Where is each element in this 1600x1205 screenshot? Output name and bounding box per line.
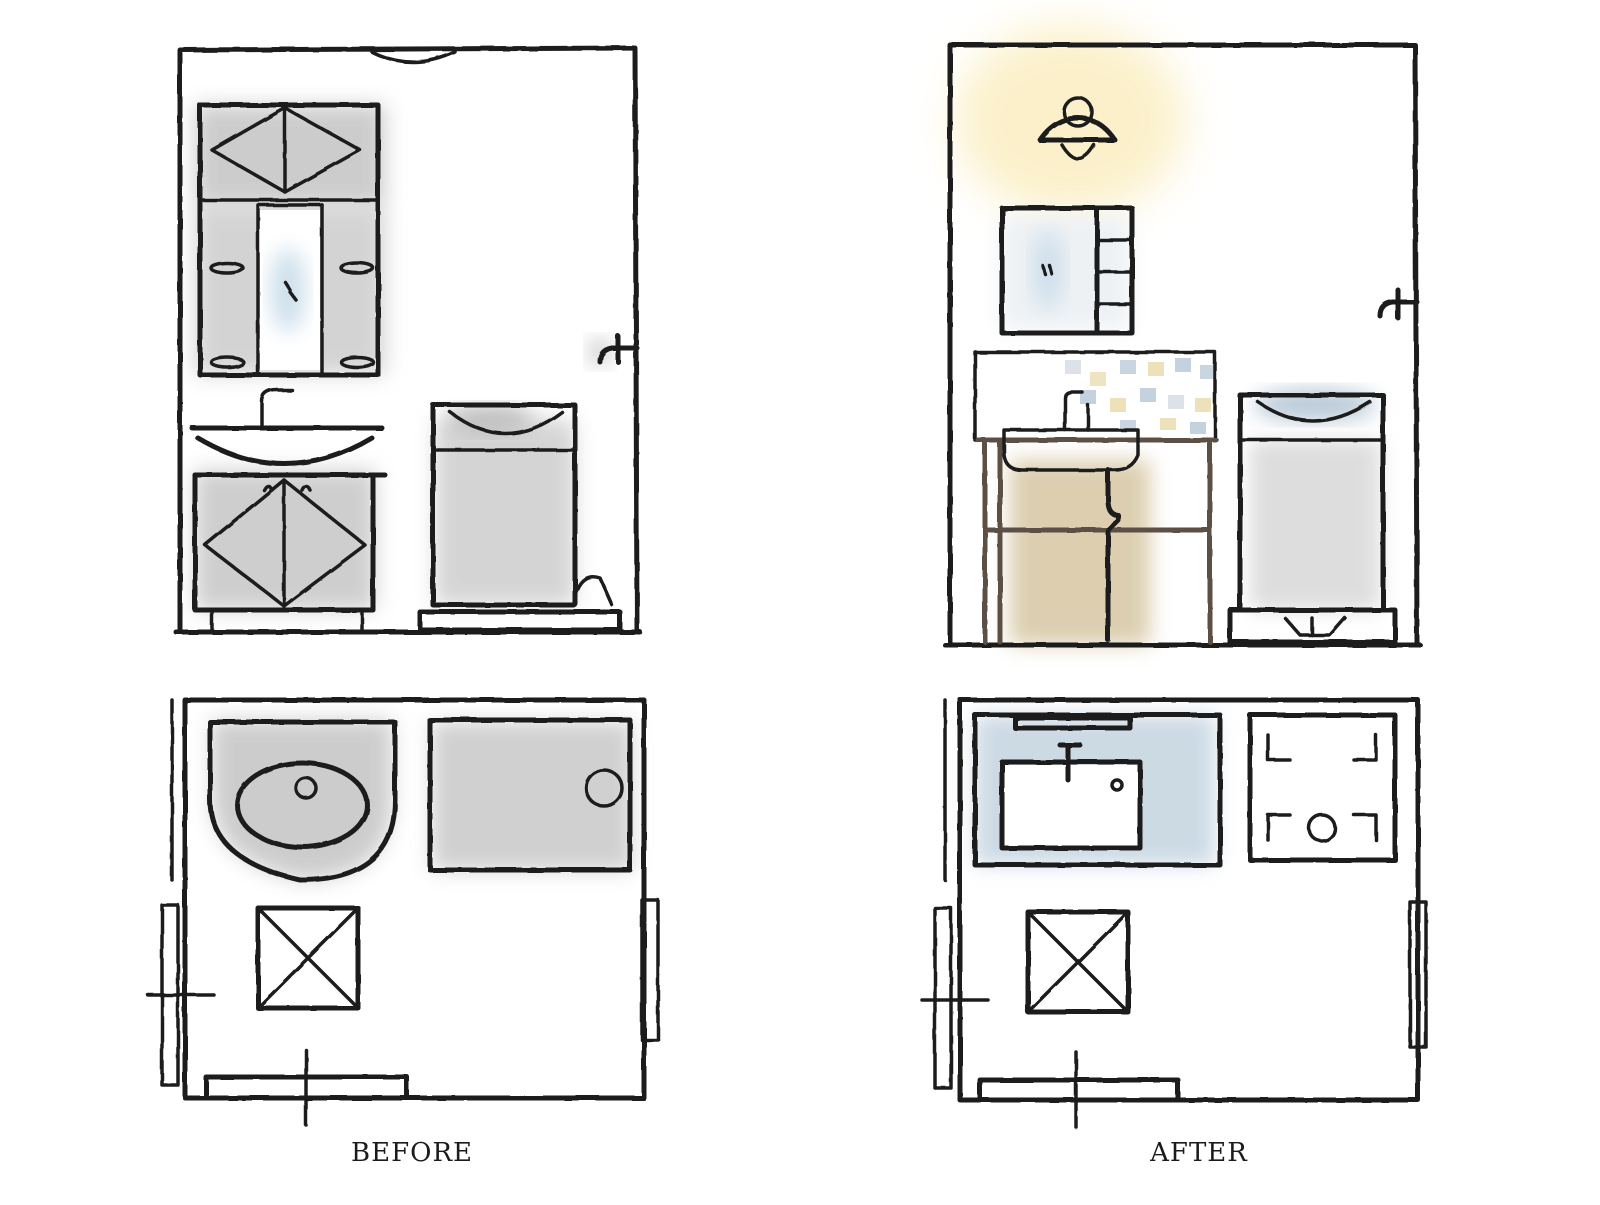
- before-plan-walls: [182, 697, 647, 1101]
- after-plan-sink: [972, 712, 1223, 868]
- before-vanity-sink: [189, 388, 388, 632]
- before-plan-washer: [427, 717, 633, 873]
- after-plan-window-left: [933, 906, 953, 1090]
- after-elevation: [942, 25, 1423, 648]
- before-plan: [146, 697, 660, 1127]
- caption-after: AFTER: [1150, 1138, 1248, 1168]
- before-plan-toilet: [255, 905, 361, 1011]
- before-plan-vanity: [207, 719, 398, 883]
- after-elevation-walls: [947, 42, 1420, 648]
- after-door-handle-icon: [1377, 287, 1420, 321]
- before-elevation-walls: [177, 45, 640, 635]
- before-door-handle-icon: [597, 333, 640, 365]
- before-plan-window-right: [640, 898, 660, 1042]
- after-plan: [920, 697, 1428, 1129]
- after-washing-machine: [1227, 392, 1398, 645]
- after-plan-toilet: [1025, 909, 1131, 1015]
- after-plan-window-right: [1408, 900, 1428, 1049]
- before-ceiling-light: [370, 50, 457, 64]
- caption-before: BEFORE: [351, 1138, 473, 1168]
- before-washing-machine: [417, 402, 623, 633]
- after-plan-bench: [977, 1077, 1181, 1102]
- after-plan-washes: [975, 715, 1215, 865]
- before-elevation: [173, 45, 643, 635]
- after-mirror-cabinet: [999, 205, 1135, 336]
- before-mirror-cabinet: [197, 102, 381, 378]
- before-plan-washes: [212, 720, 632, 880]
- after-plan-walls: [957, 697, 1421, 1103]
- after-wall-lamp-icon: [1037, 96, 1118, 161]
- after-sink-stand: [975, 390, 1219, 645]
- after-elevation-washes: [955, 25, 1380, 645]
- after-backsplash-tiles: [1065, 358, 1216, 434]
- after-plan-washer: [1247, 712, 1398, 863]
